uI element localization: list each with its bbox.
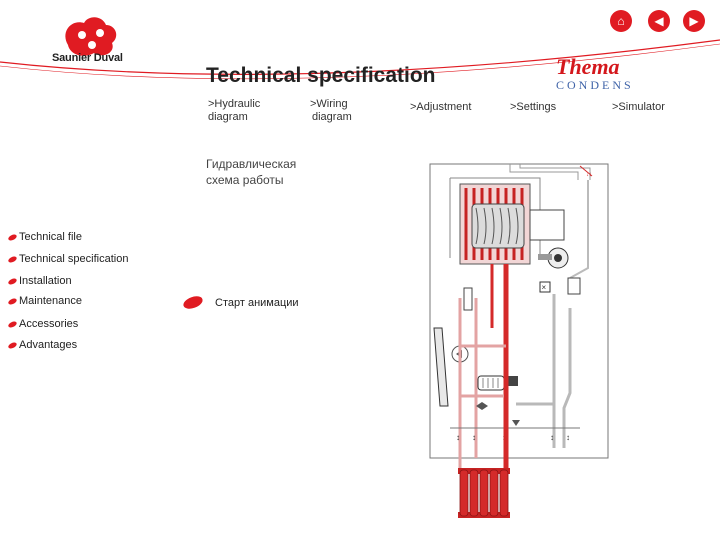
bullet-icon <box>7 254 18 264</box>
svg-text:↕: ↕ <box>456 433 460 442</box>
nav-label-line1: >Settings <box>510 101 557 113</box>
section-title-line1: Гидравлическая <box>206 157 297 171</box>
svg-text:×: × <box>542 283 547 292</box>
sidebar-item-maintenance[interactable]: Maintenance <box>7 295 82 307</box>
bullet-icon <box>7 232 18 242</box>
sidebar-item-installation[interactable]: Installation <box>7 275 72 287</box>
svg-text:↓↓: ↓↓ <box>586 172 592 178</box>
start-animation-button[interactable]: Старт анимации <box>215 297 299 309</box>
nav-label-line1: >Adjustment <box>410 101 472 113</box>
sidebar-item-accessories[interactable]: Accessories <box>7 318 79 330</box>
nav-label-line1: >Simulator <box>612 101 665 113</box>
home-icon: ⌂ <box>617 14 625 28</box>
condens-logo-word: CONDENS <box>556 78 634 92</box>
nav-label-line1: >Hydraulic <box>208 98 261 110</box>
start-animation-icon[interactable] <box>181 293 205 312</box>
section-title: Гидравлическая схема работы <box>206 156 296 188</box>
bullet-icon <box>7 340 18 350</box>
section-title-line2: схема работы <box>206 173 284 187</box>
bullet-icon <box>7 319 18 329</box>
sidebar-item-label: Maintenance <box>19 295 82 307</box>
sidebar-item-label: Accessories <box>19 318 79 330</box>
brand-name: Saunier Duval <box>52 52 123 64</box>
thema-logo-word: Thema <box>556 54 620 79</box>
svg-text:↕: ↕ <box>566 433 570 442</box>
forward-button[interactable]: ▶ <box>683 10 705 32</box>
arrow-right-icon: ▶ <box>689 14 699 28</box>
nav-label-line2: diagram <box>312 111 352 123</box>
nav-label-line1: >Wiring <box>310 98 348 110</box>
svg-text:↕: ↕ <box>472 433 476 442</box>
svg-text:↕: ↕ <box>550 433 554 442</box>
bullet-icon <box>7 296 18 306</box>
sidebar-item-technical-file[interactable]: Technical file <box>7 231 82 243</box>
home-button[interactable]: ⌂ <box>610 10 632 32</box>
nav-adjustment[interactable]: >Adjustment <box>410 101 471 114</box>
page-title: Technical specification <box>206 64 436 87</box>
back-button[interactable]: ◀ <box>648 10 670 32</box>
hydraulic-diagram: ↓↓ × ↕↕↕↕↕ <box>429 163 609 518</box>
sidebar-item-technical-specification[interactable]: Technical specification <box>7 253 129 265</box>
saunier-duval-logo <box>65 17 117 56</box>
sidebar-item-label: Advantages <box>19 339 78 351</box>
sidebar-item-label: Installation <box>19 275 72 287</box>
bullet-icon <box>7 276 18 286</box>
nav-hydraulic-diagram[interactable]: >Hydraulic diagram <box>208 98 260 124</box>
nav-label-line2: diagram <box>208 111 248 123</box>
sidebar-item-label: Technical specification <box>19 253 129 265</box>
sidebar-item-label: Technical file <box>19 231 82 243</box>
nav-wiring-diagram[interactable]: >Wiring diagram <box>310 98 352 124</box>
nav-settings[interactable]: >Settings <box>510 101 556 114</box>
nav-simulator[interactable]: >Simulator <box>612 101 665 114</box>
arrow-left-icon: ◀ <box>654 14 664 28</box>
sidebar-item-advantages[interactable]: Advantages <box>7 339 78 351</box>
thema-condens-logo: Thema CONDENS <box>556 54 634 93</box>
